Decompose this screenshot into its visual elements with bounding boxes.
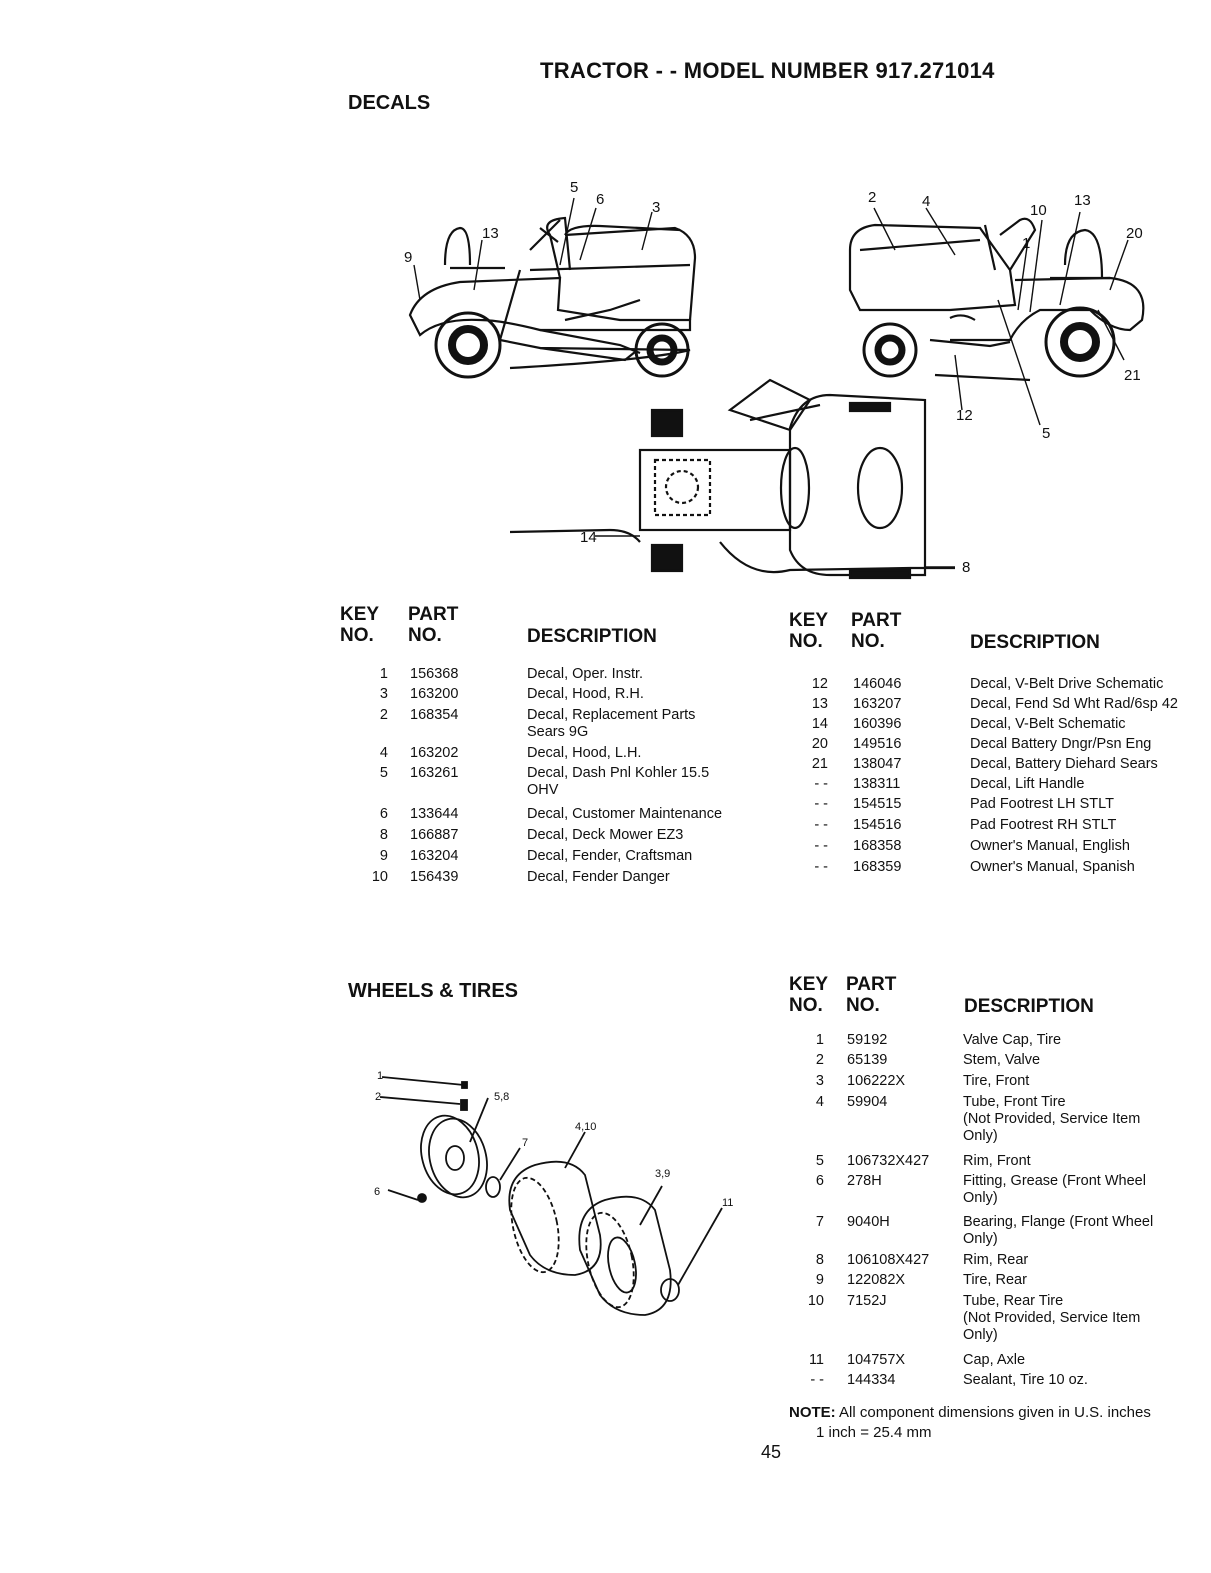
callout-3: 3 bbox=[652, 199, 660, 216]
note-text: All component dimensions given in U.S. i… bbox=[839, 1404, 1151, 1421]
callout-8: 8 bbox=[962, 559, 970, 576]
callout-5-8: 5,8 bbox=[494, 1091, 509, 1103]
callout-2: 2 bbox=[375, 1091, 381, 1103]
tractor-right-view bbox=[848, 217, 1145, 382]
callout-1: 1 bbox=[377, 1070, 383, 1082]
decals-section-title: DECALS bbox=[348, 92, 431, 114]
decals-diagram: 5 6 3 13 9 2 4 10 13 1 20 21 12 5 14 8 bbox=[404, 179, 1145, 580]
callout-12: 12 bbox=[956, 407, 973, 424]
wheels-diagram: 1 2 5,8 4,10 7 3,9 11 6 bbox=[374, 1070, 733, 1316]
callout-13b: 13 bbox=[1074, 192, 1091, 209]
wheels-section-title: WHEELS & TIRES bbox=[348, 980, 519, 1002]
callout-11: 11 bbox=[722, 1197, 733, 1209]
decals-description-header-right: DESCRIPTION bbox=[970, 632, 1100, 653]
conversion-note: 1 inch = 25.4 mm bbox=[816, 1424, 932, 1441]
callout-5b: 5 bbox=[1042, 425, 1050, 442]
callout-13: 13 bbox=[482, 225, 499, 242]
callout-14: 14 bbox=[580, 529, 597, 546]
callout-7: 7 bbox=[522, 1137, 528, 1149]
decals-description-header: DESCRIPTION bbox=[527, 626, 657, 647]
callout-4: 4 bbox=[922, 193, 930, 210]
callout-6: 6 bbox=[596, 191, 604, 208]
callout-21: 21 bbox=[1124, 367, 1141, 384]
callout-10: 10 bbox=[1030, 202, 1047, 219]
callout-5: 5 bbox=[570, 179, 578, 196]
page-title: TRACTOR - - MODEL NUMBER 917.271014 bbox=[540, 58, 995, 83]
note: NOTE: All component dimensions given in … bbox=[789, 1404, 1151, 1421]
callout-6: 6 bbox=[374, 1186, 380, 1198]
callout-9: 9 bbox=[404, 249, 412, 266]
note-label: NOTE: bbox=[789, 1404, 836, 1421]
callout-3-9: 3,9 bbox=[655, 1168, 670, 1180]
wheels-description-header: DESCRIPTION bbox=[964, 996, 1094, 1017]
callout-2: 2 bbox=[868, 189, 876, 206]
callout-1: 1 bbox=[1022, 235, 1030, 252]
callout-20: 20 bbox=[1126, 225, 1143, 242]
callout-4-10: 4,10 bbox=[575, 1121, 596, 1133]
tractor-top-view bbox=[509, 378, 955, 580]
tractor-left-view bbox=[408, 216, 697, 379]
page-number: 45 bbox=[761, 1442, 782, 1462]
